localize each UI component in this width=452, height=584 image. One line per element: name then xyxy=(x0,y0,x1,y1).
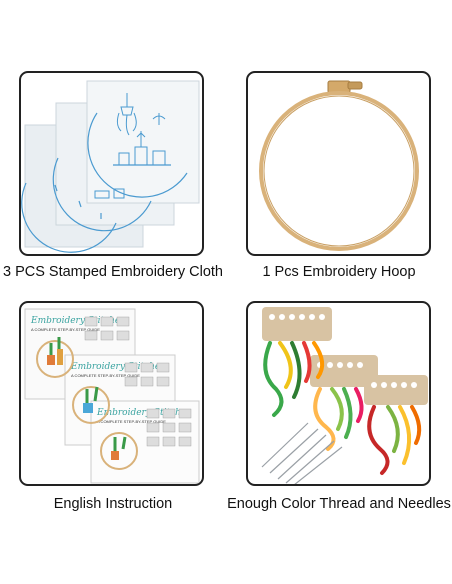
svg-text:Embroidery Stitches: Embroidery Stitches xyxy=(30,316,125,326)
hoop-card xyxy=(246,71,431,256)
instruction-card: Embroidery Stitches A COMPLETE STEP-BY-S… xyxy=(19,301,204,486)
svg-text:Embroidery Stitches: Embroidery Stitches xyxy=(70,362,165,372)
svg-text:Embroidery Stitches: Embroidery Stitches xyxy=(96,408,191,418)
stamped-cloth-card xyxy=(19,71,204,256)
caption-thread-needles: Enough Color Thread and Needles xyxy=(227,496,451,512)
booklet-3-title: Embroidery Stitches A COMPLETE STEP-BY-S… xyxy=(96,408,191,424)
stamped-cloth-image xyxy=(21,80,200,253)
caption-instruction: English Instruction xyxy=(53,496,173,512)
thread-card xyxy=(246,301,431,486)
thread-and-needles-image xyxy=(261,307,428,484)
instruction-booklets-image: Embroidery Stitches A COMPLETE STEP-BY-S… xyxy=(24,308,200,484)
caption-hoop: 1 Pcs Embroidery Hoop xyxy=(262,264,416,280)
booklet-2-title: Embroidery Stitches A COMPLETE STEP-BY-S… xyxy=(70,362,165,378)
svg-text:A COMPLETE STEP-BY-STEP GUIDE: A COMPLETE STEP-BY-STEP GUIDE xyxy=(71,373,140,378)
svg-text:A COMPLETE STEP-BY-STEP GUIDE: A COMPLETE STEP-BY-STEP GUIDE xyxy=(97,419,166,424)
caption-stamped-cloth: 3 PCS Stamped Embroidery Cloth xyxy=(2,264,223,280)
booklet-1-title: Embroidery Stitches A COMPLETE STEP-BY-S… xyxy=(30,316,125,332)
svg-text:A COMPLETE STEP-BY-STEP GUIDE: A COMPLETE STEP-BY-STEP GUIDE xyxy=(31,327,100,332)
hoop-image xyxy=(259,80,419,251)
